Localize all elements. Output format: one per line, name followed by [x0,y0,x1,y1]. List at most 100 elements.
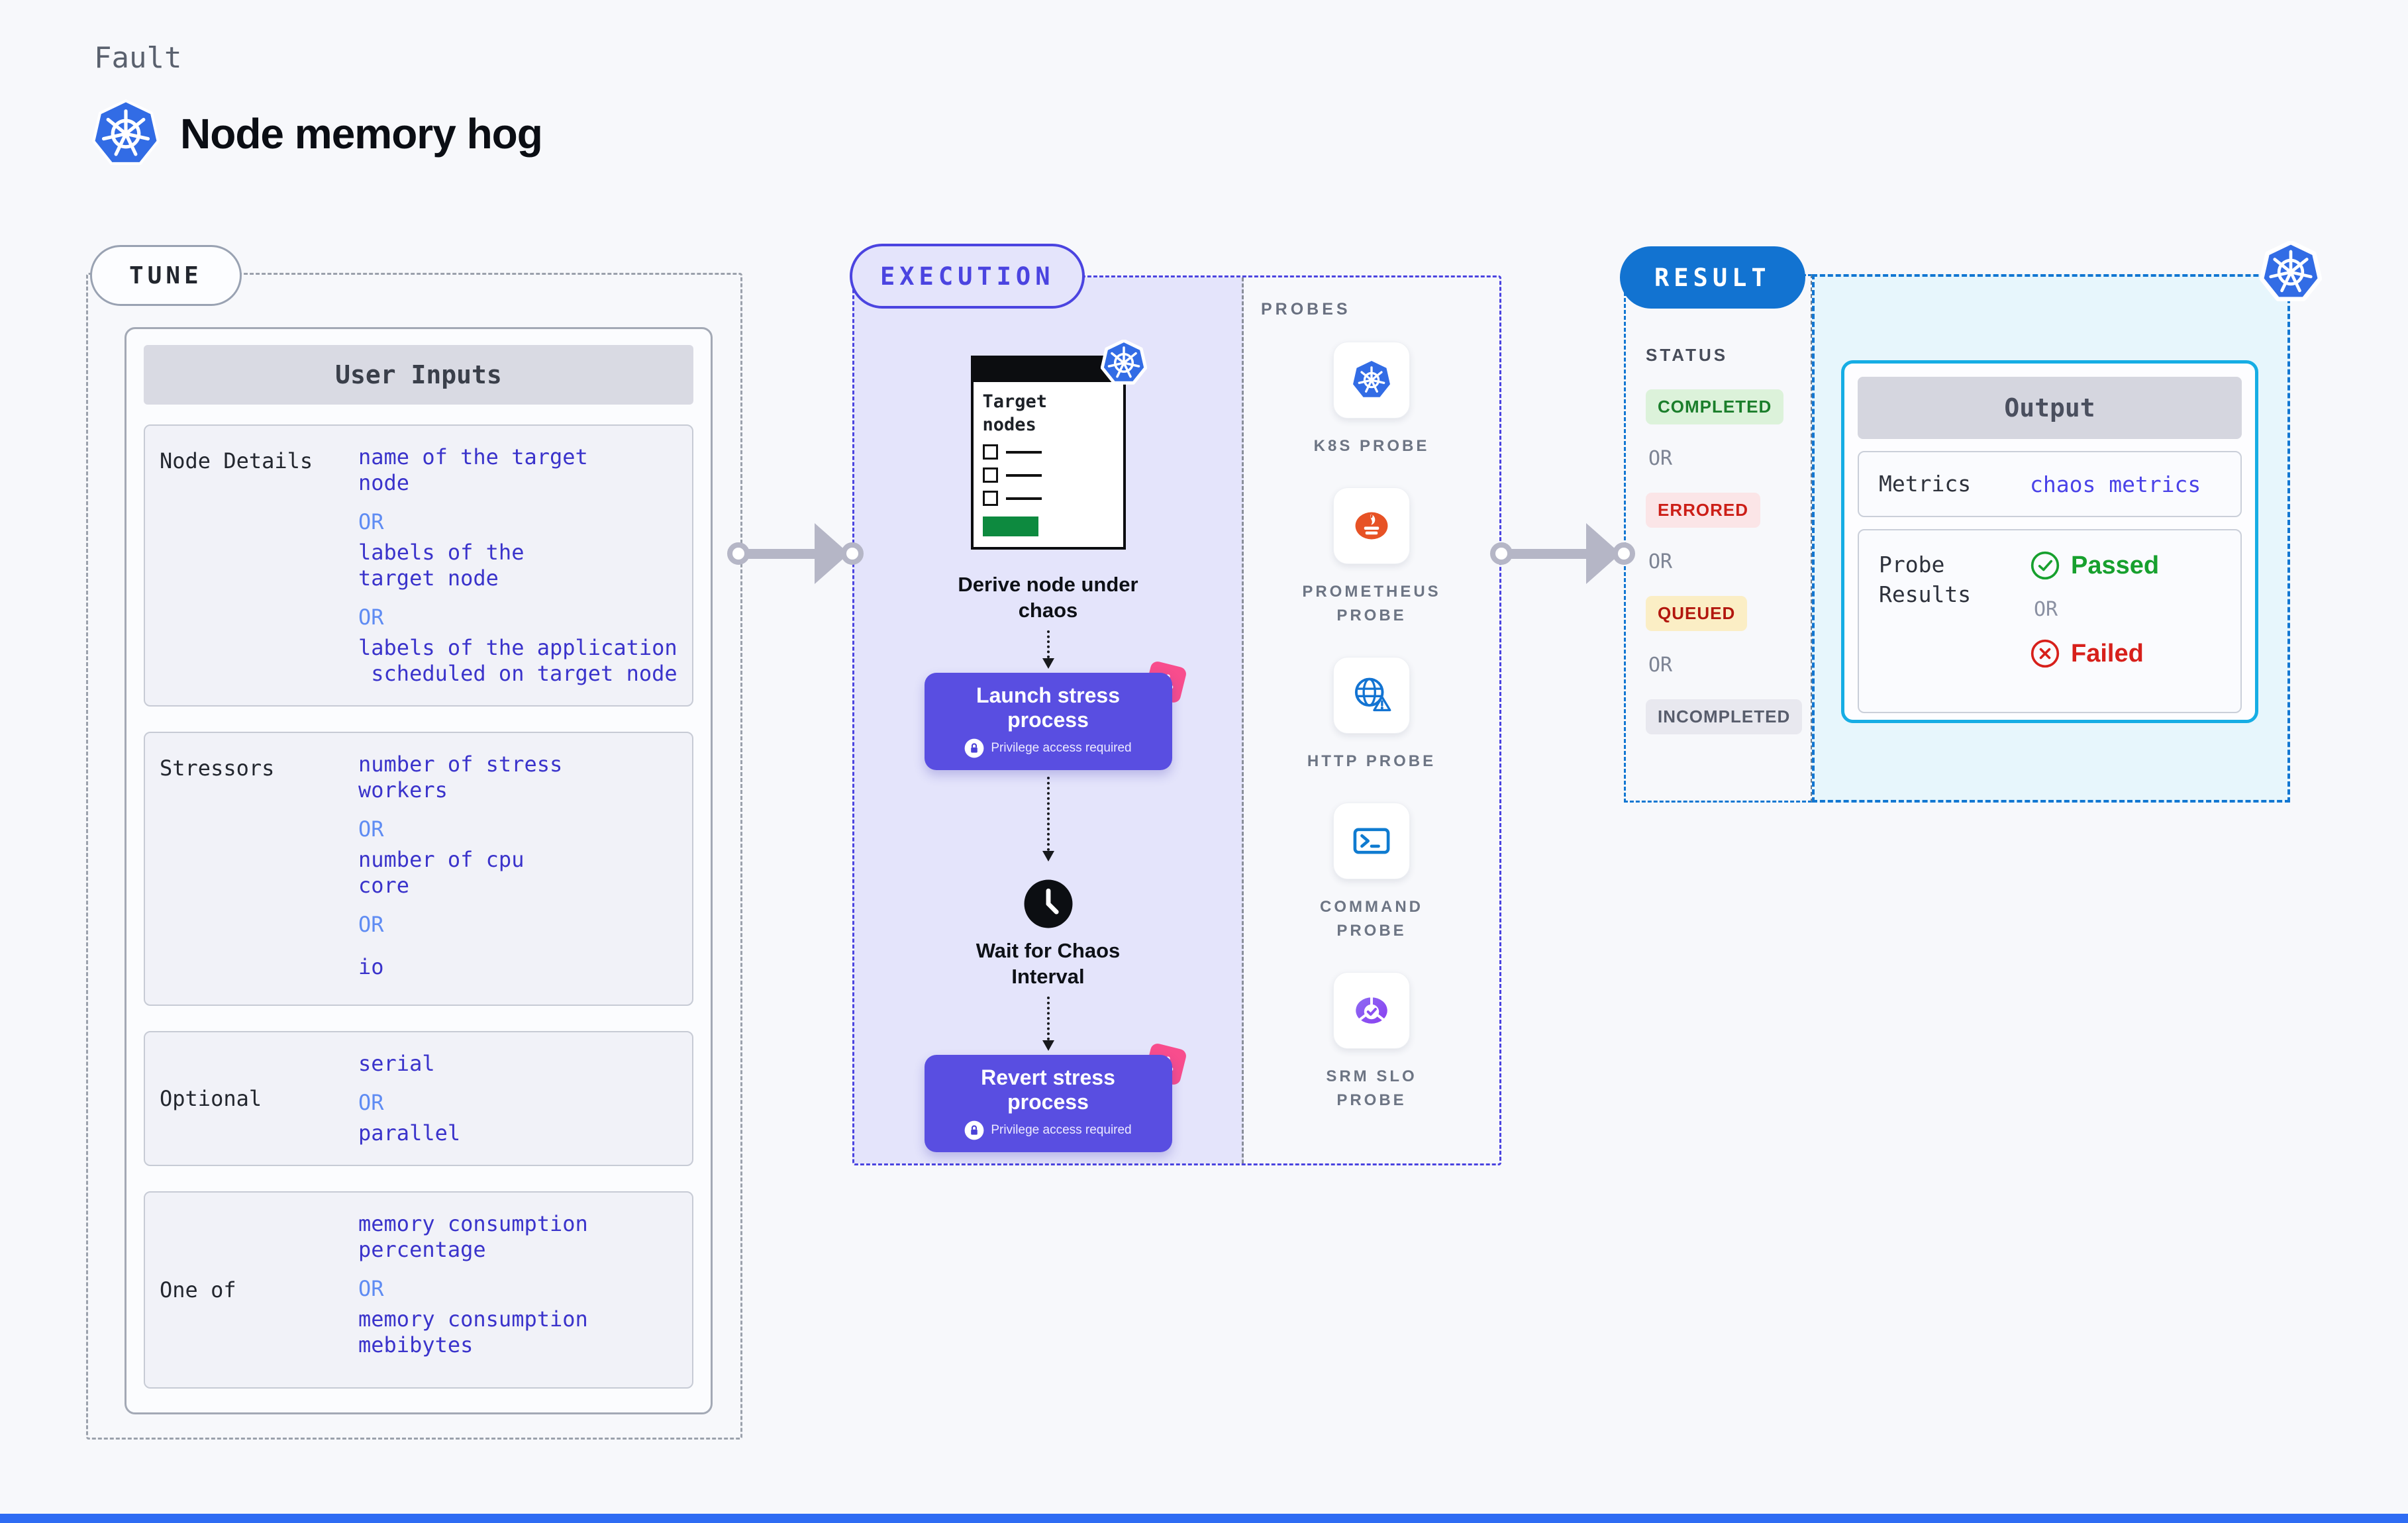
metrics-label: Metrics [1879,470,1972,497]
status-panel: STATUS COMPLETED OR ERRORED OR QUEUED OR… [1624,274,1812,803]
or-separator: OR [358,1276,384,1302]
input-option: memory consumption percentage [358,1211,588,1263]
probe-results-row: Probe Results Passed OR Failed [1858,529,2242,713]
input-row-one-of: One of memory consumption percentage OR … [144,1191,693,1389]
checkbox-row [982,444,1114,460]
input-option: labels of the target node [358,540,525,591]
probe-results-label: Probe Results [1879,552,1972,607]
probe-item-prometheus: PROMETHEUS PROBE [1302,487,1440,628]
flow-arrow-tune-to-execution [727,522,864,585]
input-row-optional: Optional serial OR parallel [144,1031,693,1167]
status-badge-completed: COMPLETED [1646,389,1784,424]
target-nodes-title: Target nodes [982,391,1048,436]
metrics-row: Metrics chaos metrics [1858,451,2242,517]
terminal-icon [1332,803,1410,879]
probes-panel: PROBES K8S PROBE [1244,277,1499,1163]
probe-item-k8s: K8S PROBE [1314,342,1430,458]
output-card: Output Metrics chaos metrics Probe Resul… [1841,360,2258,723]
probe-label: K8S PROBE [1313,437,1430,455]
input-row-label: Node Details [160,448,313,473]
derive-node-caption: Derive node under chaos [958,573,1138,622]
result-badge: RESULT [1620,246,1805,309]
check-circle-icon [2031,551,2060,580]
dotted-arrow [1042,630,1054,669]
input-option: memory consumption mebibytes [358,1306,588,1358]
card-title-bar [973,358,1123,382]
page-title: Node memory hog [180,110,543,158]
input-option: number of cpu core [358,847,525,899]
or-separator: OR [1648,550,1673,573]
probe-label: SRM SLO PROBE [1326,1067,1417,1109]
probe-label: HTTP PROBE [1307,752,1436,770]
probe-item-command: COMMAND PROBE [1320,803,1423,943]
user-inputs-title: User Inputs [144,345,693,405]
dotted-arrow [1042,777,1054,862]
input-option: name of the target node [358,444,588,496]
launch-stress-button[interactable]: Launch stress process Privilege access r… [924,672,1172,771]
lock-icon [964,1120,984,1140]
dotted-arrow [1042,996,1054,1051]
category-label: Fault [94,41,182,75]
clock-icon [1024,879,1072,928]
or-separator: OR [358,605,384,630]
execution-badge: EXECUTION [850,244,1085,309]
checkbox-icon [982,444,998,460]
wait-interval-caption: Wait for Chaos Interval [976,939,1121,988]
lock-icon [964,738,984,758]
revert-stress-button[interactable]: Revert stress process Privilege access r… [924,1054,1172,1153]
input-row-stressors: Stressors number of stress workers OR nu… [144,732,693,1007]
input-row-label: One of [160,1277,236,1303]
input-option: io [358,954,384,980]
probe-label: PROMETHEUS PROBE [1302,583,1441,624]
input-row-values: serial OR parallel [358,1051,677,1146]
page-header: Node memory hog [91,99,543,168]
privilege-note: Privilege access required [991,1123,1132,1138]
privilege-note: Privilege access required [991,741,1132,756]
status-badge-incompleted: INCOMPLETED [1646,699,1803,734]
probe-item-srm-slo: SRM SLO PROBE [1326,972,1417,1112]
probe-item-http: HTTP PROBE [1307,657,1436,773]
input-row-label: Optional [160,1086,262,1112]
user-inputs-card: User Inputs Node Details name of the tar… [125,327,713,1414]
slo-check-icon [1333,972,1410,1049]
input-option: labels of the application scheduled on t… [358,635,677,687]
input-row-node-details: Node Details name of the target node OR … [144,424,693,707]
status-badge-errored: ERRORED [1646,493,1761,528]
probes-title: PROBES [1261,300,1351,319]
input-row-values: name of the target node OR labels of the… [358,444,677,687]
status-title: STATUS [1646,345,1729,365]
flow-arrow-execution-to-result [1490,522,1635,585]
input-option: serial [358,1051,435,1077]
status-badge-queued: QUEUED [1646,596,1748,631]
or-separator: OR [358,1090,384,1116]
or-separator: OR [358,816,384,842]
tune-badge: TUNE [90,245,242,306]
passed-result: Passed [2030,550,2159,581]
checkbox-row [982,491,1114,507]
checkbox-icon [982,467,998,483]
x-circle-icon [2031,639,2060,668]
input-row-values: memory consumption percentage OR memory … [358,1211,677,1369]
input-option: parallel [358,1120,461,1146]
globe-alert-icon [1333,657,1410,734]
input-option: number of stress workers [358,752,563,803]
checkbox-row [982,467,1114,483]
execution-panel: Target nodes Derive node under chaos [852,275,1501,1165]
metrics-value: chaos metrics [2030,471,2201,497]
or-separator: OR [358,912,384,938]
prometheus-icon [1332,487,1410,564]
progress-bar [982,516,1038,537]
or-separator: OR [2034,598,2058,621]
or-separator: OR [1648,654,1673,677]
target-nodes-card: Target nodes [970,340,1147,550]
kubernetes-icon [1332,342,1410,418]
kubernetes-icon [1100,340,1147,385]
output-title: Output [1858,377,2242,439]
input-row-label: Stressors [160,756,275,781]
kubernetes-icon [2260,241,2322,301]
kubernetes-icon [92,99,160,166]
or-separator: OR [1648,447,1673,470]
probe-label: COMMAND PROBE [1320,898,1423,940]
failed-result: Failed [2030,638,2159,669]
